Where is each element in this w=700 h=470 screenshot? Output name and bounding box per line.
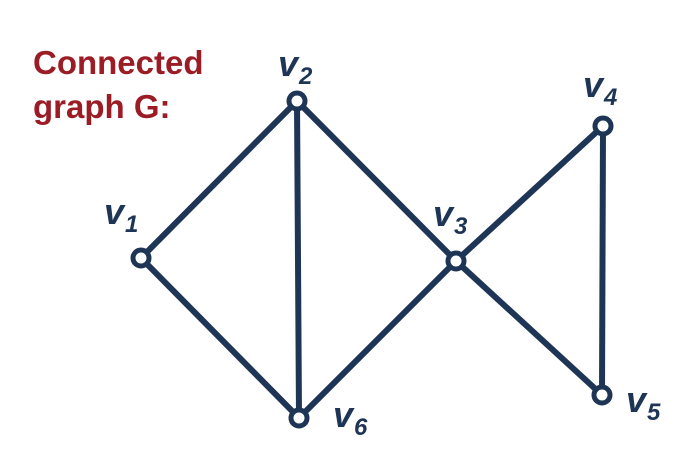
edge-v1-v2 (138, 98, 300, 261)
edge-v3-v5 (453, 258, 605, 398)
vertex-node-v3 (445, 250, 467, 272)
edge-v3-v4 (453, 123, 606, 264)
vertex-label-v3: v3 (433, 193, 468, 240)
vertex-label-v5: v5 (626, 379, 661, 426)
vertex-label-v4: v4 (583, 64, 617, 111)
nodes-group (130, 90, 614, 429)
vertex-node-v5 (591, 384, 613, 406)
edges-group (138, 98, 606, 421)
vertex-label-v1: v1 (104, 191, 138, 238)
edge-v2-v6 (294, 98, 302, 421)
edge-v1-v6 (138, 255, 302, 421)
edge-v2-v3 (294, 98, 459, 264)
edge-v4-v5 (599, 123, 606, 398)
vertex-node-v6 (288, 407, 310, 429)
vertex-labels-group: v1 v2 v3 v4 v5 v6 (104, 43, 661, 441)
vertex-node-v1 (130, 247, 152, 269)
vertex-node-v4 (592, 115, 614, 137)
edge-v6-v3 (296, 258, 459, 421)
vertex-node-v2 (286, 90, 308, 112)
vertex-label-v2: v2 (278, 43, 313, 90)
title-line-1: Connected (33, 44, 204, 81)
vertex-label-v6: v6 (333, 394, 368, 441)
title-line-2: graph G: (33, 88, 171, 125)
